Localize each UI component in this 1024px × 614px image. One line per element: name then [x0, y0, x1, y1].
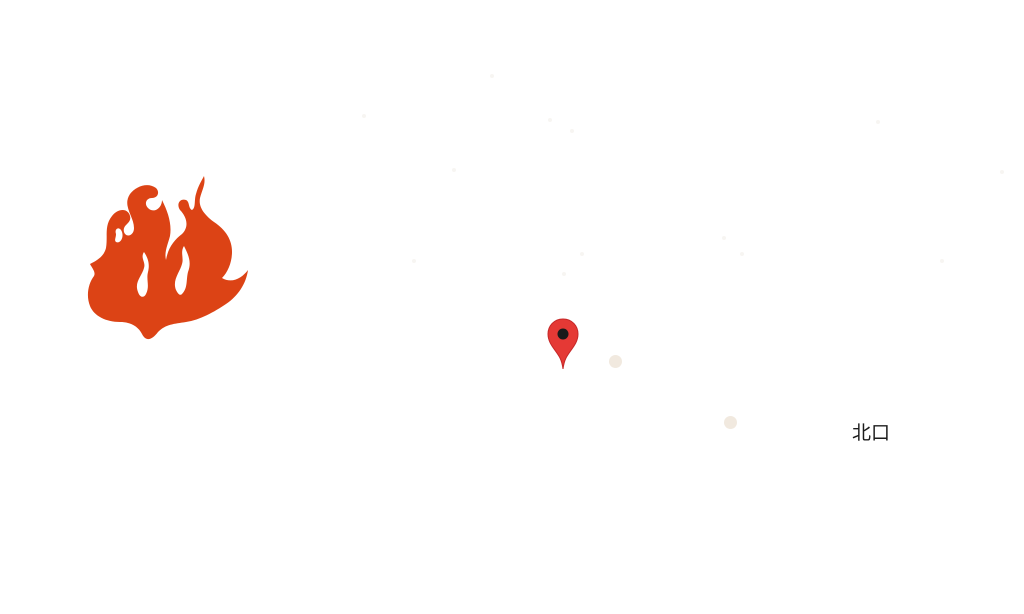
map-speck: [452, 168, 456, 172]
map-speck: [1000, 170, 1004, 174]
map-speck: [580, 252, 584, 256]
map-speck: [362, 114, 366, 118]
map-speck: [548, 118, 552, 122]
map-speck: [722, 236, 726, 240]
map-speck: [740, 252, 744, 256]
poi-dot-icon[interactable]: [724, 416, 737, 429]
map-speck: [876, 120, 880, 124]
map-speck: [412, 259, 416, 263]
map-speck: [490, 74, 494, 78]
poi-dot-icon[interactable]: [609, 355, 622, 368]
map-speck: [562, 272, 566, 276]
map-speck: [570, 129, 574, 133]
flame-logo-icon: [82, 172, 254, 344]
place-label-north-exit[interactable]: 北口: [852, 422, 891, 444]
map-pin-icon[interactable]: [546, 318, 580, 370]
map-speck: [940, 259, 944, 263]
